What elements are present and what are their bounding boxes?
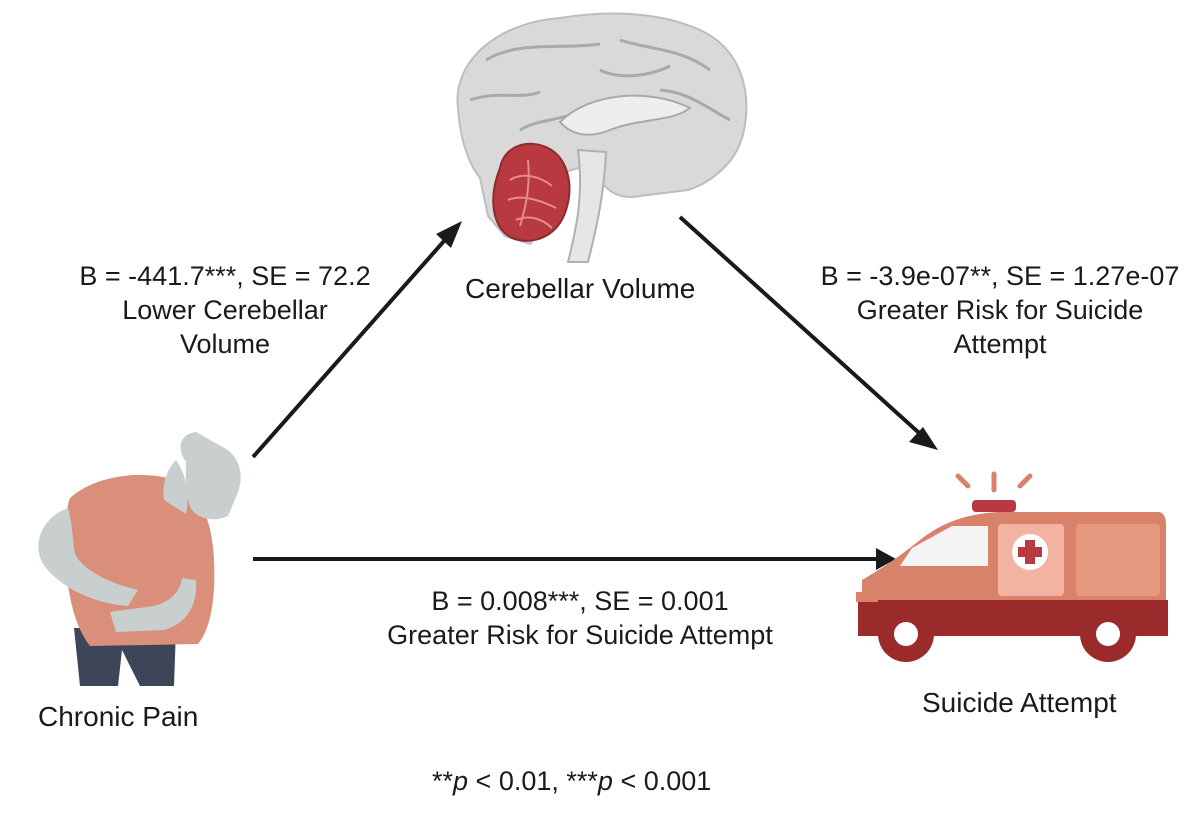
outcome-label: Suicide Attempt: [922, 687, 1117, 718]
ambulance-icon: [856, 471, 1168, 662]
mediator-label: Cerebellar Volume: [465, 273, 696, 304]
arrow-cerebellar-to-suicide: [678, 215, 930, 443]
person-holding-stomach-icon: [38, 432, 241, 686]
footnote-p2-symbol: p: [597, 766, 613, 796]
arrowhead-c: [876, 548, 896, 570]
edge-c-annotation: B = 0.008***, SE = 0.001 Greater Risk fo…: [340, 584, 820, 652]
footnote-p1-symbol: p: [453, 766, 469, 796]
arrow-pain-to-cerebellar: [251, 230, 454, 459]
edge-a-desc-line1: Lower Cerebellar: [122, 295, 328, 325]
edge-b-desc-line2: Attempt: [953, 329, 1047, 359]
edge-a-annotation: B = -441.7***, SE = 72.2 Lower Cerebella…: [60, 259, 390, 361]
predictor-label: Chronic Pain: [38, 701, 199, 732]
footnote-p2-rest: < 0.001: [612, 766, 712, 796]
edge-c-stats: B = 0.008***, SE = 0.001: [431, 586, 729, 616]
footnote-p1-stars: **: [432, 766, 454, 796]
edge-b-desc-line1: Greater Risk for Suicide: [856, 295, 1144, 325]
arrowhead-a: [436, 221, 462, 248]
footnote-p2-stars: ***: [566, 766, 598, 796]
footnote-p1-rest: < 0.01,: [468, 766, 567, 796]
edge-a-stats: B = -441.7***, SE = 72.2: [79, 261, 371, 291]
edge-b-annotation: B = -3.9e-07**, SE = 1.27e-07 Greater Ri…: [800, 259, 1200, 361]
brain-icon: [456, 12, 748, 263]
significance-footnote: **p < 0.01, ***p < 0.001: [432, 766, 711, 797]
edge-b-stats: B = -3.9e-07**, SE = 1.27e-07: [820, 261, 1180, 291]
edge-c-desc-line1: Greater Risk for Suicide Attempt: [387, 620, 773, 650]
edge-a-desc-line2: Volume: [179, 329, 271, 359]
arrowhead-b: [909, 427, 938, 450]
